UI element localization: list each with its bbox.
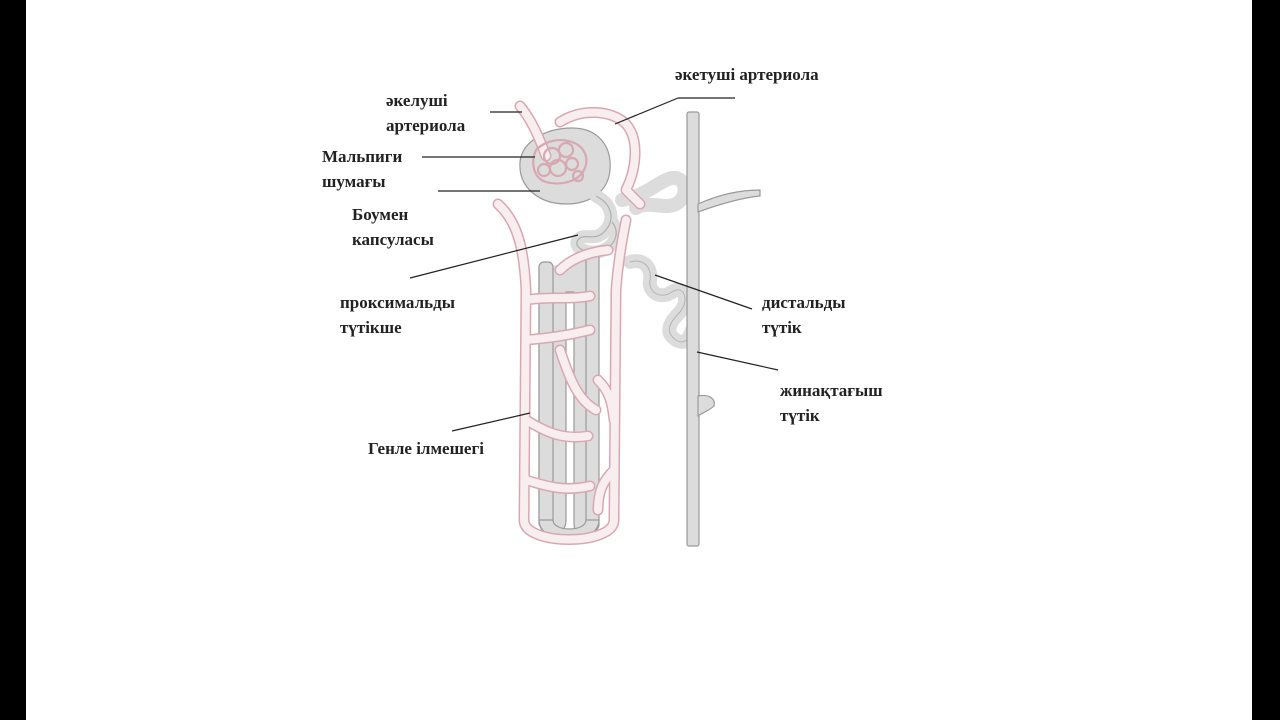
- label-efferent-text: әкетуші артериола: [675, 65, 819, 84]
- label-proximal-line1: проксимальды: [340, 293, 455, 312]
- label-bowman-line1: Боумен: [352, 205, 409, 224]
- label-collecting-duct: жинақтағыш түтік: [780, 378, 883, 428]
- label-glomerulus-line2: шумағы: [322, 172, 386, 191]
- label-bowman-line2: капсуласы: [352, 230, 434, 249]
- slide-background: [26, 0, 1252, 720]
- collecting-duct-shape: [686, 111, 700, 547]
- label-glomerulus: Мальпиги шумағы: [322, 144, 402, 194]
- label-collecting-line1: жинақтағыш: [780, 381, 883, 400]
- glomerulus-coil: [532, 139, 588, 185]
- collecting-branch-lower: [697, 394, 715, 417]
- label-efferent-arteriole: әкетуші артериола: [675, 62, 819, 87]
- leader-henle: [451, 412, 531, 432]
- leader-distal: [654, 274, 753, 310]
- label-bowman-capsule: Боумен капсуласы: [352, 202, 434, 252]
- label-glomerulus-line1: Мальпиги: [322, 147, 403, 166]
- label-afferent-line2: артериола: [386, 116, 466, 135]
- distal-tubule-shape: [615, 171, 692, 215]
- proximal-tubule-shape: [570, 189, 623, 259]
- label-henle-loop: Генле ілмешегі: [368, 436, 484, 461]
- label-henle-text: Генле ілмешегі: [368, 439, 484, 458]
- tubules: [519, 111, 761, 547]
- label-distal-tubule: дистальды түтік: [762, 290, 846, 340]
- leader-lines: [409, 97, 779, 432]
- label-collecting-line2: түтік: [780, 406, 820, 425]
- label-proximal-tubule: проксимальды түтікше: [340, 290, 455, 340]
- label-distal-line2: түтік: [762, 318, 802, 337]
- label-distal-line1: дистальды: [762, 293, 846, 312]
- vessels: [492, 100, 646, 545]
- label-afferent-arteriole: әкелуші артериола: [386, 88, 465, 138]
- label-afferent-line1: әкелуші: [386, 91, 448, 110]
- collecting-branch-upper: [697, 189, 761, 213]
- leader-efferent: [614, 97, 679, 125]
- leader-proximal: [409, 234, 579, 279]
- label-proximal-line2: түтікше: [340, 318, 402, 337]
- leader-collecting: [696, 351, 779, 371]
